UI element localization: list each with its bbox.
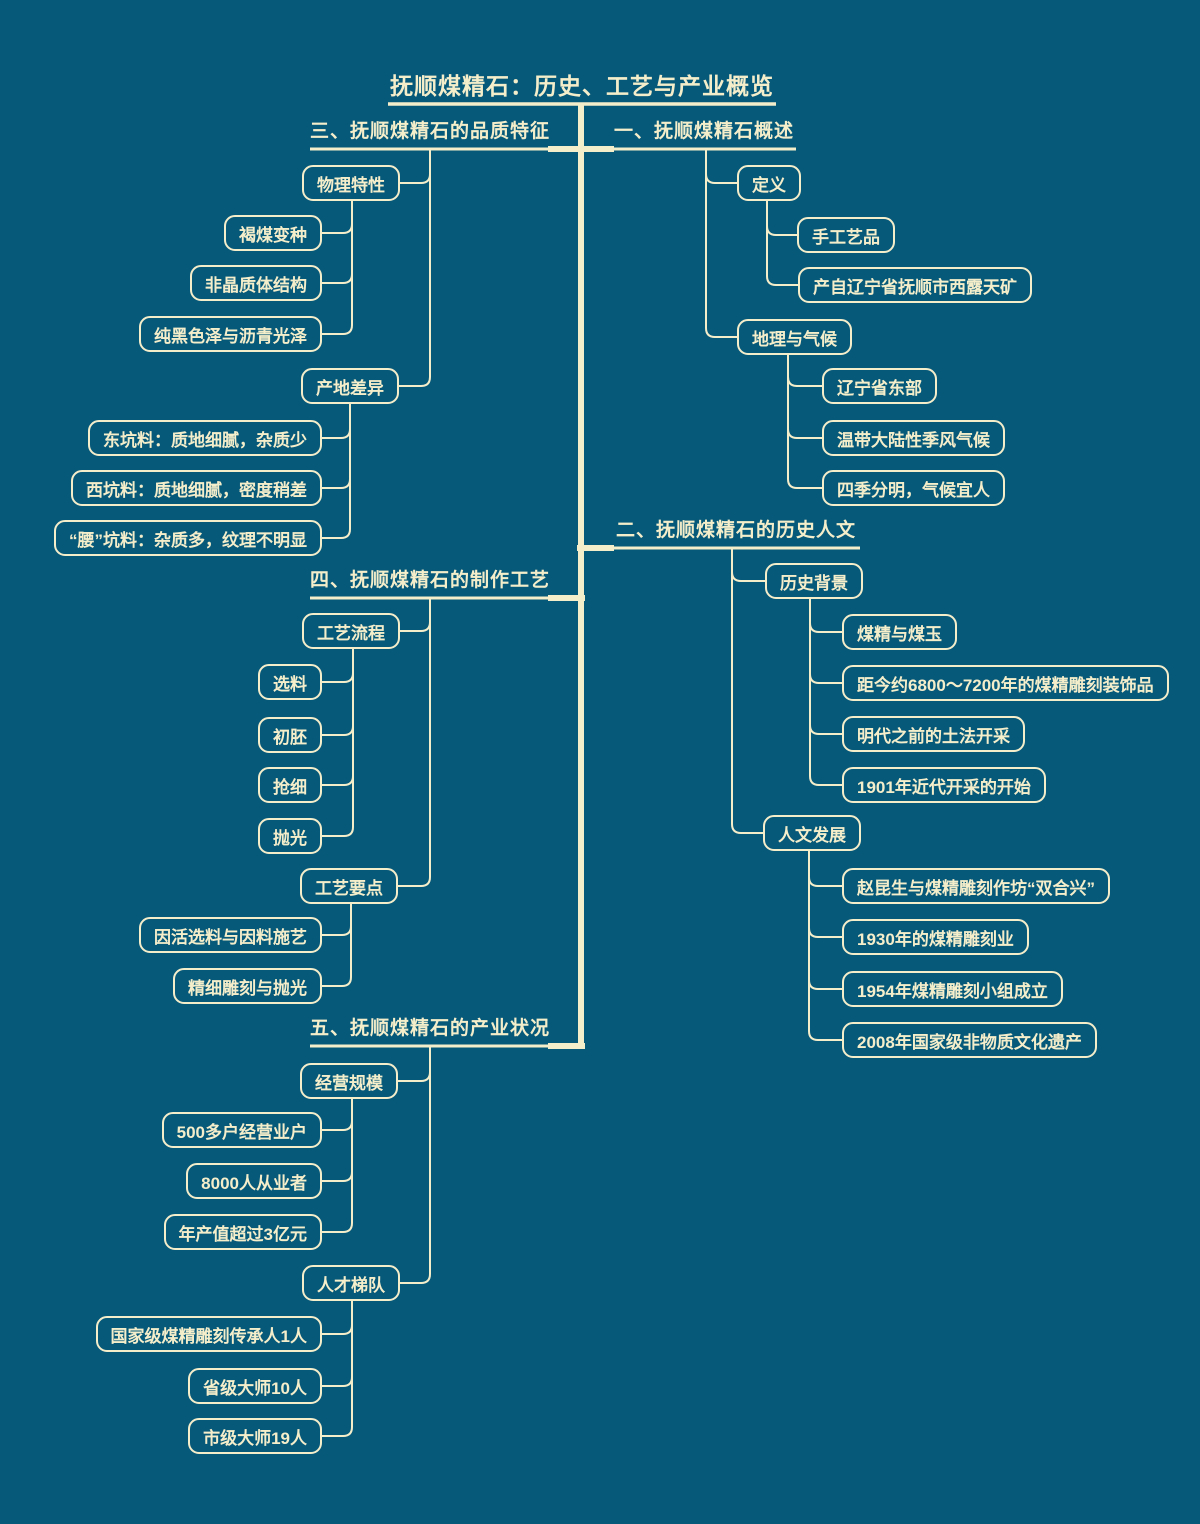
subtopic-node[interactable]: 2008年国家级非物质文化遗产 <box>842 1022 1097 1058</box>
topic-node[interactable]: 历史背景 <box>765 563 863 599</box>
subtopic-node[interactable]: 辽宁省东部 <box>822 368 937 404</box>
branch-label-3[interactable]: 三、抚顺煤精石的品质特征 <box>310 121 551 142</box>
subtopic-node[interactable]: 煤精与煤玉 <box>842 614 957 650</box>
subtopic-node[interactable]: 精细雕刻与抛光 <box>173 968 322 1004</box>
subtopic-node[interactable]: 纯黑色泽与沥青光泽 <box>139 316 322 352</box>
subtopic-node[interactable]: 产自辽宁省抚顺市西露天矿 <box>798 267 1032 303</box>
subtopic-node[interactable]: “腰”坑料：杂质多，纹理不明显 <box>54 520 322 556</box>
branch-label-5[interactable]: 五、抚顺煤精石的产业状况 <box>310 1018 551 1039</box>
subtopic-node[interactable]: 非晶质体结构 <box>190 265 322 301</box>
subtopic-node[interactable]: 赵昆生与煤精雕刻作坊“双合兴” <box>842 868 1110 904</box>
branch-label-1[interactable]: 一、抚顺煤精石概述 <box>613 121 794 142</box>
subtopic-node[interactable]: 市级大师19人 <box>188 1418 322 1454</box>
subtopic-node[interactable]: 500多户经营业户 <box>161 1112 322 1148</box>
subtopic-connector <box>322 903 352 987</box>
subtopic-node[interactable]: 四季分明，气候宜人 <box>822 470 1005 506</box>
subtopic-connector <box>322 648 354 837</box>
subtopic-connector <box>322 1300 353 1437</box>
subtopic-connector <box>322 1098 353 1233</box>
subtopic-node[interactable]: 8000人从业者 <box>186 1163 322 1199</box>
topic-node[interactable]: 经营规模 <box>300 1063 398 1099</box>
subtopic-connector <box>808 850 842 1041</box>
subtopic-node[interactable]: 1930年的煤精雕刻业 <box>842 919 1029 955</box>
subtopic-connector <box>766 200 798 286</box>
subtopic-node[interactable]: 国家级煤精雕刻传承人1人 <box>95 1316 322 1352</box>
branch-label-2[interactable]: 二、抚顺煤精石的历史人文 <box>615 520 856 541</box>
topic-connector <box>399 150 431 387</box>
topic-connector <box>705 150 737 338</box>
subtopic-node[interactable]: 明代之前的土法开采 <box>842 716 1025 752</box>
branch-label-4[interactable]: 四、抚顺煤精石的制作工艺 <box>310 570 551 591</box>
subtopic-node[interactable]: 手工艺品 <box>797 217 895 253</box>
topic-node[interactable]: 工艺流程 <box>302 613 400 649</box>
topic-node[interactable]: 人才梯队 <box>302 1265 400 1301</box>
subtopic-node[interactable]: 因活选料与因料施艺 <box>139 917 322 953</box>
subtopic-node[interactable]: 初胚 <box>258 717 322 753</box>
subtopic-connector <box>322 403 351 539</box>
topic-node[interactable]: 工艺要点 <box>300 868 398 904</box>
topic-node[interactable]: 地理与气候 <box>737 319 852 355</box>
subtopic-connector <box>809 598 842 786</box>
subtopic-node[interactable]: 年产值超过3亿元 <box>163 1214 322 1250</box>
subtopic-node[interactable]: 抢细 <box>258 767 322 803</box>
subtopic-node[interactable]: 1901年近代开采的开始 <box>842 767 1046 803</box>
subtopic-connector <box>787 354 822 489</box>
subtopic-connector <box>322 200 353 335</box>
subtopic-node[interactable]: 抛光 <box>258 818 322 854</box>
topic-node[interactable]: 产地差异 <box>301 368 399 404</box>
subtopic-node[interactable]: 东坑料：质地细腻，杂质少 <box>88 420 322 456</box>
topic-connector <box>398 599 431 887</box>
subtopic-node[interactable]: 距今约6800～7200年的煤精雕刻装饰品 <box>842 665 1169 701</box>
subtopic-node[interactable]: 西坑料：质地细腻，密度稍差 <box>71 470 322 506</box>
subtopic-node[interactable]: 选料 <box>258 664 322 700</box>
topic-node[interactable]: 人文发展 <box>763 815 861 851</box>
topic-node[interactable]: 定义 <box>737 165 801 201</box>
subtopic-node[interactable]: 省级大师10人 <box>188 1368 322 1404</box>
topic-connector <box>731 549 763 834</box>
subtopic-node[interactable]: 1954年煤精雕刻小组成立 <box>842 971 1063 1007</box>
subtopic-node[interactable]: 褐煤变种 <box>224 215 322 251</box>
root-topic[interactable]: 抚顺煤精石：历史、工艺与产业概览 <box>390 73 774 99</box>
topic-connector <box>400 1047 431 1284</box>
topic-node[interactable]: 物理特性 <box>302 165 400 201</box>
subtopic-node[interactable]: 温带大陆性季风气候 <box>822 420 1005 456</box>
